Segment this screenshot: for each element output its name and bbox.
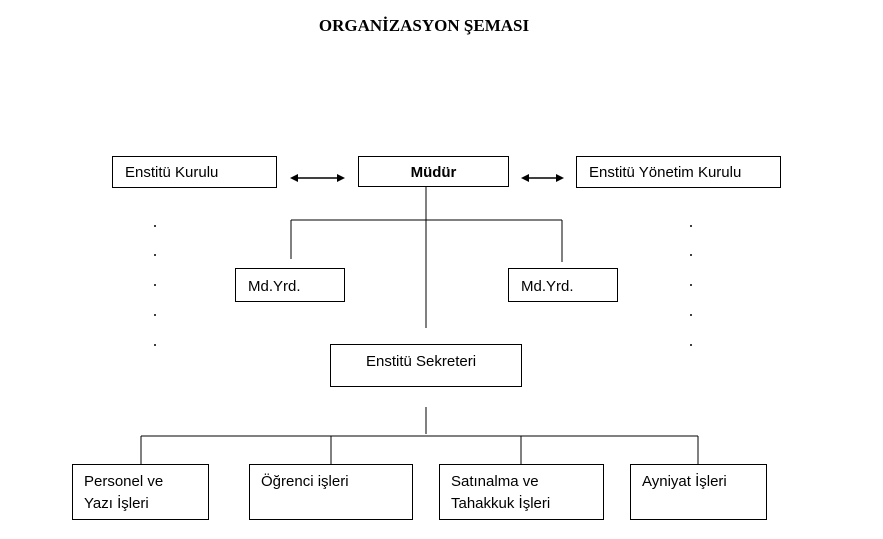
box-personnel-office-line2: Yazı İşleri [84,495,149,512]
box-executive-board-label: Enstitü Yönetim Kurulu [589,164,742,181]
box-institute-council-label: Enstitü Kurulu [125,164,219,181]
box-director: Müdür [358,156,509,187]
box-deputy-right-label: Md.Yrd. [521,278,574,295]
box-personnel-office-line1: Personel ve [84,473,164,490]
box-institute-secretary-label: Enstitü Sekreteri [366,353,477,370]
box-purchasing-line2: Tahakkuk İşleri [451,495,551,512]
box-student-affairs: Öğrenci işleri [249,464,413,520]
box-student-affairs-label: Öğrenci işleri [261,473,349,490]
box-deputy-left-label: Md.Yrd. [248,278,301,295]
box-institute-secretary: Enstitü Sekreteri [330,344,522,387]
box-deputy-right: Md.Yrd. [508,268,618,302]
box-director-label: Müdür [410,164,457,181]
box-purchasing: Satınalma ve Tahakkuk İşleri [439,464,604,520]
box-inventory-label: Ayniyat İşleri [642,473,727,490]
hierarchy-lines [140,187,699,464]
box-executive-board: Enstitü Yönetim Kurulu [576,156,781,188]
box-institute-council: Enstitü Kurulu [112,156,277,188]
box-personnel-office: Personel ve Yazı İşleri [72,464,209,520]
arrow-council-director [290,174,345,182]
box-deputy-left: Md.Yrd. [235,268,345,302]
box-purchasing-line1: Satınalma ve [451,473,539,490]
chart-title: ORGANİZASYON ŞEMASI [318,16,530,35]
arrow-director-board [521,174,564,182]
box-inventory: Ayniyat İşleri [630,464,767,520]
